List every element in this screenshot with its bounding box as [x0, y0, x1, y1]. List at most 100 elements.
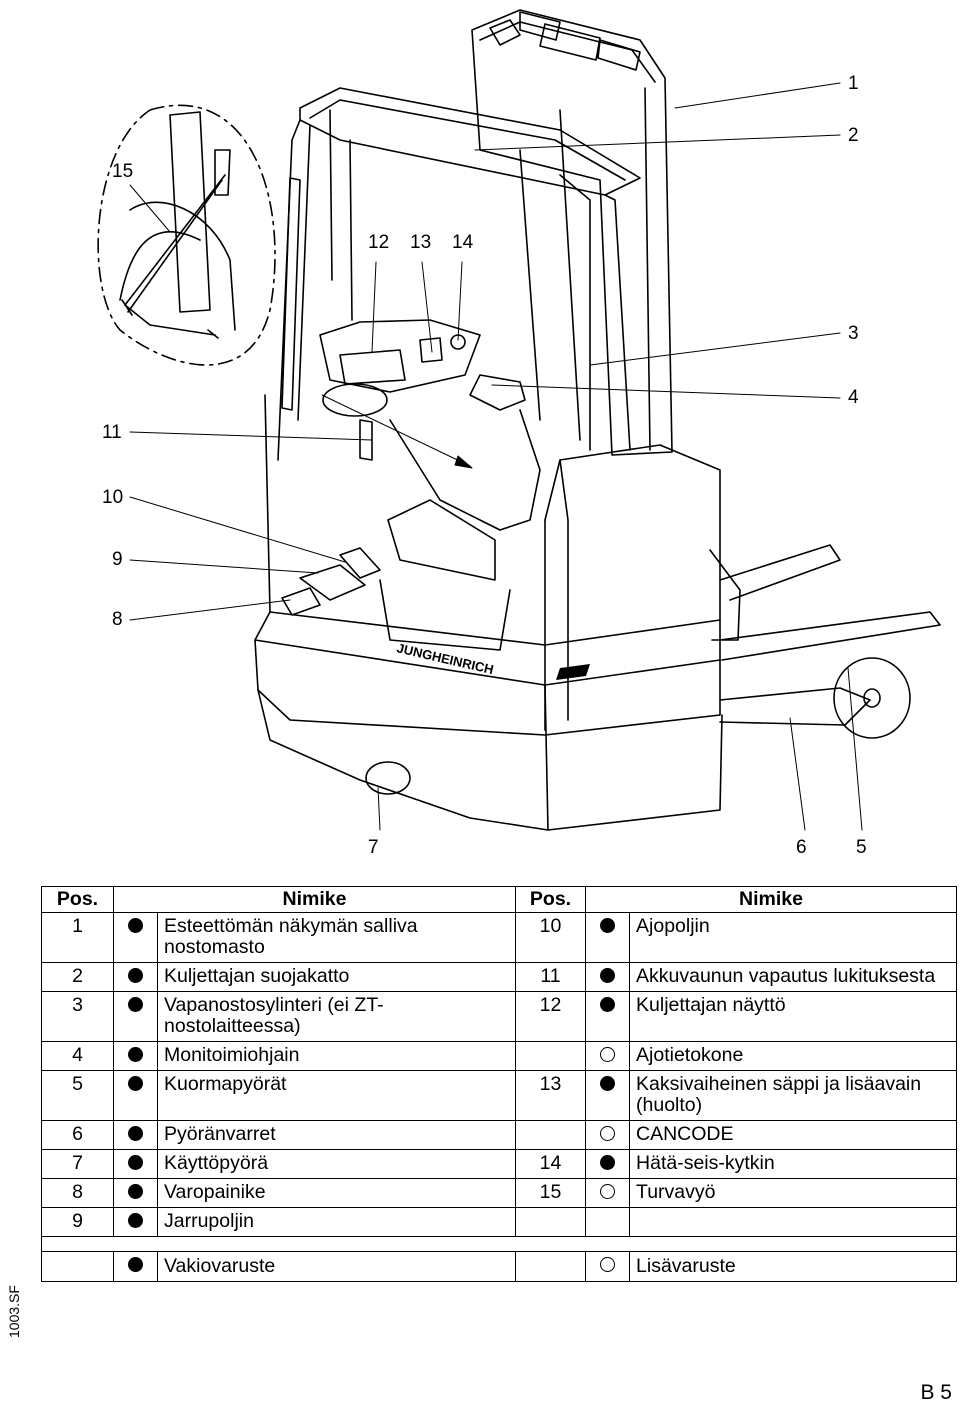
document-code: 1003.SF [6, 1285, 22, 1338]
callout-7: 7 [368, 837, 379, 858]
left-name-cell: Kuljettajan suojakatto [156, 962, 517, 992]
right-symbol-cell [585, 1149, 631, 1179]
left-pos-cell: 2 [41, 962, 114, 992]
callout-10: 10 [102, 487, 124, 508]
right-pos-cell: 15 [515, 1178, 587, 1208]
filled-dot-icon [128, 1184, 143, 1199]
open-dot-icon [600, 1184, 616, 1199]
left-name-cell: Monitoimiohjain [156, 1041, 517, 1071]
leader-1 [674, 82, 841, 109]
filled-dot-icon [600, 997, 616, 1012]
seatbelt-inset [97, 104, 276, 366]
right-name-cell: Ajotietokone [629, 1041, 958, 1071]
left-pos-cell: 8 [41, 1178, 114, 1208]
filled-dot-icon [128, 968, 143, 983]
mast [471, 9, 673, 456]
table-header-row: Pos. Nimike Pos. Nimike [41, 886, 958, 913]
legend-standard-label: Vakiovaruste [156, 1251, 517, 1282]
left-name-cell: Pyöränvarret [156, 1120, 517, 1150]
left-symbol-cell [113, 962, 158, 992]
fork-and-wheel-arm [709, 544, 941, 739]
callout-3: 3 [848, 323, 859, 344]
leader-lines [129, 82, 863, 831]
right-name-cell: Akkuvaunun vapautus lukituksesta [629, 962, 958, 992]
filled-dot-icon [128, 1155, 143, 1170]
open-dot-icon [600, 1047, 616, 1062]
leader-7 [377, 787, 381, 831]
legend-empty-cell [41, 1251, 114, 1282]
left-symbol-cell [113, 1041, 158, 1071]
leader-3 [589, 332, 841, 366]
truck-illustration: JUNGHEINRICH 1 2 3 4 5 6 7 8 [97, 9, 941, 858]
arrow-head [454, 455, 473, 469]
right-name-cell: Hätä-seis-kytkin [629, 1149, 958, 1179]
left-symbol-cell [113, 991, 158, 1042]
left-symbol-cell [113, 1070, 158, 1121]
table-spacer-row [40, 1236, 958, 1252]
right-symbol-cell [585, 991, 631, 1042]
leader-12 [371, 261, 377, 353]
parts-table: Pos. Nimike Pos. Nimike 1 Esteettömän näk… [40, 886, 958, 1282]
filled-dot-icon [128, 1126, 143, 1141]
leader-2 [474, 134, 841, 151]
left-pos-cell: 3 [41, 991, 114, 1042]
callout-14: 14 [452, 232, 474, 253]
callout-8: 8 [112, 609, 123, 630]
left-name-cell: Vapanostosylinteri (ei ZT-nostolaitteess… [156, 991, 517, 1042]
leader-8 [129, 599, 291, 621]
right-pos-cell [515, 1207, 587, 1237]
leader-6 [789, 717, 806, 831]
leader-9 [129, 559, 319, 574]
truck-drawing: JUNGHEINRICH [97, 9, 941, 831]
right-pos-cell [515, 1041, 587, 1071]
open-dot-icon [600, 1126, 616, 1141]
overhead-guard [277, 87, 641, 461]
right-pos-cell: 10 [515, 912, 587, 963]
filled-dot-icon [600, 1155, 616, 1170]
leader-4 [491, 384, 841, 399]
filled-dot-icon [128, 918, 143, 933]
right-pos-cell: 14 [515, 1149, 587, 1179]
callout-1: 1 [848, 73, 859, 94]
chassis [254, 319, 723, 831]
table-row: 3 Vapanostosylinteri (ei ZT-nostolaittees… [41, 991, 958, 1042]
header-pos: Pos. [41, 886, 114, 913]
right-symbol-cell [585, 912, 631, 963]
legend-optional-label: Lisävaruste [629, 1251, 958, 1282]
filled-dot-icon [128, 1047, 143, 1062]
callout-5: 5 [856, 837, 867, 858]
filled-dot-icon [600, 1076, 616, 1091]
left-name-cell: Esteettömän näkymän salliva nostomasto [156, 912, 517, 963]
filled-dot-icon [128, 1213, 143, 1228]
callout-13: 13 [410, 232, 432, 253]
right-symbol-cell [585, 1120, 631, 1150]
leader-11 [129, 431, 373, 441]
callout-11: 11 [102, 422, 122, 443]
right-pos-cell [515, 1120, 587, 1150]
left-pos-cell: 1 [41, 912, 114, 963]
right-symbol-cell [585, 1041, 631, 1071]
callout-12: 12 [368, 232, 390, 253]
filled-dot-icon [600, 918, 616, 933]
open-dot-icon [600, 1257, 616, 1272]
left-symbol-cell [113, 1149, 158, 1179]
right-name-cell: Turvavyö [629, 1178, 958, 1208]
left-name-cell: Jarrupoljin [156, 1207, 517, 1237]
page-number: B 5 [920, 1381, 952, 1404]
filled-dot-icon [128, 1076, 143, 1091]
header-name-2: Nimike [585, 886, 958, 913]
callout-6: 6 [796, 837, 807, 858]
right-pos-cell: 11 [515, 962, 587, 992]
right-name-cell: CANCODE [629, 1120, 958, 1150]
filled-dot-icon [600, 968, 616, 983]
callout-15: 15 [112, 161, 134, 182]
legend-optional-symbol [585, 1251, 631, 1282]
legend-row: Vakiovaruste Lisävaruste [41, 1251, 958, 1282]
right-pos-cell: 13 [515, 1070, 587, 1121]
